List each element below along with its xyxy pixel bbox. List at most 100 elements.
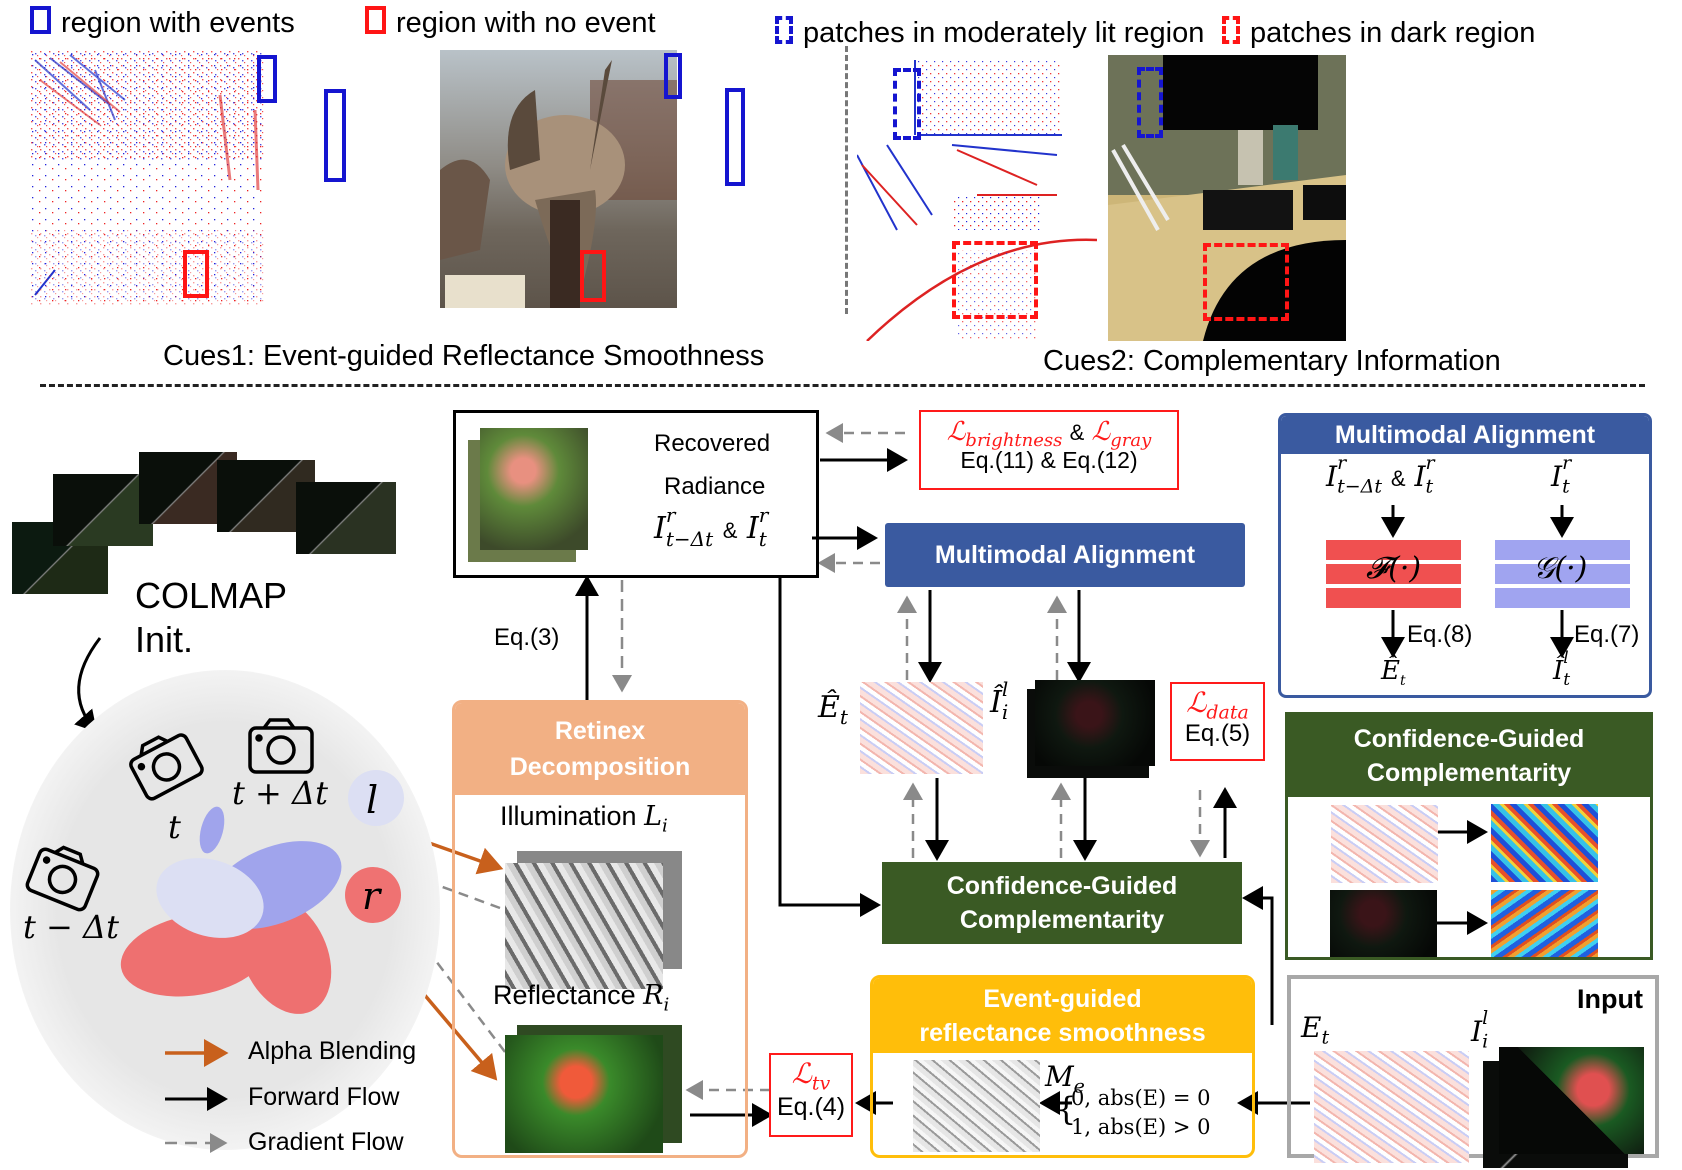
sup-r: r [1425, 452, 1435, 474]
eq8-label: Eq.(8) [1407, 621, 1473, 648]
dark-patch-box [1203, 243, 1289, 321]
loss-sub-data: data [1206, 701, 1249, 724]
gaussian-scene-graphic [25, 718, 404, 1014]
cues1-caption: Cues1: Event-guided Reflectance Smoothne… [163, 340, 765, 372]
solid-red-box-icon [365, 6, 386, 34]
dinosaur-skull-graphic [440, 60, 677, 308]
e-hat-symbol: Ê [818, 690, 840, 725]
sub-t-minus: t−Δt [1337, 475, 1382, 498]
camera-label-t-minus: t − Δt [23, 908, 119, 946]
event-guided-title-line2: reflectance smoothness [919, 1019, 1206, 1047]
gaussian-small-blue [199, 806, 225, 854]
multimodal-alignment-block[interactable]: Multimodal Alignment [885, 523, 1245, 587]
gradient-arrow [418, 938, 506, 1053]
sub-t: t [1562, 475, 1570, 498]
sub-t: t [1321, 1026, 1330, 1049]
event-input-image [1314, 1051, 1469, 1163]
loss-tv-box: ℒtv Eq.(4) [769, 1053, 853, 1137]
photo-dinosaur [440, 50, 677, 308]
sub-i: i [1482, 1030, 1489, 1053]
reflectance-text: Reflectance [493, 980, 636, 1010]
f-network-block [1326, 540, 1461, 610]
i-hat-symbol: Î [990, 685, 1002, 720]
sub-i: i [1001, 700, 1009, 724]
loss-brightness-gray-box: ℒbrightness & ℒgray Eq.(11) & Eq.(12) [919, 410, 1179, 490]
no-event-region-box [183, 250, 209, 298]
i-hat-image [1035, 680, 1155, 766]
sub-t: t [1399, 673, 1406, 690]
loss-sub-tv: tv [811, 1072, 831, 1095]
dark-patch-box [952, 241, 1038, 319]
mask-case-zero: 0, abs(E) = 0 [1071, 1086, 1211, 1110]
legend-label: patches in dark region [1250, 17, 1536, 49]
legend-region-no-event: region with no event [365, 6, 656, 40]
cues2-caption: Cues2: Complementary Information [1043, 345, 1501, 377]
radiance-label: Radiance [664, 473, 766, 500]
event-confidence-map [1491, 804, 1598, 882]
confidence-guided-block[interactable]: Confidence-Guided Complementarity [882, 862, 1242, 944]
amp: & [1069, 420, 1085, 445]
event-region-box [664, 53, 682, 99]
loss-symbol: ℒ [1186, 686, 1207, 719]
moderately-lit-patch-box [1137, 67, 1163, 138]
symbol-i: I [746, 511, 759, 546]
event-guided-title-line1: Event-guided [983, 985, 1142, 1013]
event-input-label: Et [1301, 1011, 1329, 1049]
legend-moderately-lit: patches in moderately lit region [775, 16, 1204, 50]
sup-l: l [1482, 1007, 1489, 1029]
sub-t: t [839, 705, 848, 729]
sup-r: r [1337, 452, 1347, 474]
legend-region-with-events: region with events [30, 6, 295, 40]
loss-symbol: ℒ [946, 417, 966, 447]
event-mask-image [913, 1060, 1040, 1152]
gaussian-r-circle [345, 867, 401, 923]
retinex-title-line2: Decomposition [509, 753, 691, 781]
event-noise [857, 60, 1097, 341]
event-region-box [257, 55, 277, 103]
sup-r: r [1562, 452, 1572, 474]
init-label: Init. [135, 619, 194, 660]
sup-l: l [1001, 677, 1009, 701]
detail-confidence-title-line1: Confidence-Guided [1353, 725, 1585, 753]
loss-tv-formula: ℒtv [771, 1057, 851, 1095]
detail-confidence-title-line2: Complementarity [1366, 759, 1572, 787]
symbol-i: I [1551, 460, 1563, 493]
symbol-i: I [654, 511, 666, 546]
flow-legend-icons [165, 1039, 229, 1153]
dashed-red-box-icon [1222, 16, 1240, 44]
forward-arrow [1242, 886, 1274, 1025]
cues-separator [845, 46, 848, 314]
event-region-box [324, 89, 346, 182]
sup-r: r [758, 503, 769, 527]
camera-icon [25, 718, 314, 912]
eq5: Eq.(5) [1184, 719, 1251, 747]
legend-label: patches in moderately lit region [803, 17, 1205, 49]
reflectance-image [505, 1035, 663, 1153]
lowlight-input-image [1499, 1047, 1644, 1154]
event-map-desk [857, 55, 1097, 341]
reflectance-symbol: R [643, 980, 664, 1011]
section-separator [40, 384, 1645, 387]
illumination-image [505, 863, 663, 989]
event-noise [30, 50, 265, 305]
loss-data-box: ℒdata Eq.(5) [1170, 682, 1265, 761]
event-region-box [725, 88, 745, 186]
detail-left-output: Êt [1381, 656, 1406, 689]
input-title: Input [1577, 984, 1643, 1014]
loss-symbol: ℒ [1091, 417, 1111, 447]
image-confidence-map [1491, 890, 1598, 957]
recovered-label: Recovered [654, 430, 771, 457]
sub-t: t [758, 527, 767, 551]
eq4: Eq.(4) [776, 1092, 846, 1121]
amp: & [1390, 466, 1406, 491]
amp: & [722, 518, 738, 543]
sub-i: i [663, 994, 670, 1016]
i-hat-symbol: Î [1553, 656, 1564, 686]
illumination-label: Illumination Li [500, 801, 668, 836]
